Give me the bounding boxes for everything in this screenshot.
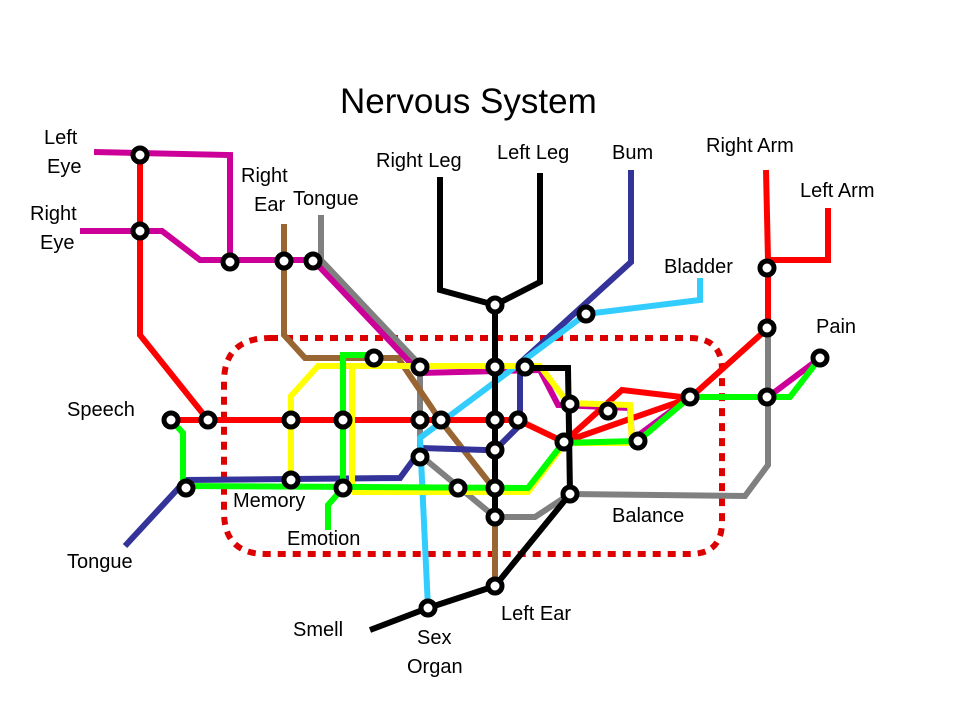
label-left-arm: Left Arm bbox=[800, 180, 874, 202]
station-marker bbox=[281, 410, 301, 430]
label-right-arm: Right Arm bbox=[706, 135, 794, 157]
station-marker bbox=[485, 410, 505, 430]
station-marker bbox=[485, 357, 505, 377]
label-bum: Bum bbox=[612, 142, 653, 164]
station-marker bbox=[757, 387, 777, 407]
station-marker bbox=[198, 410, 218, 430]
station-marker bbox=[130, 221, 150, 241]
station-marker bbox=[680, 387, 700, 407]
line-red-eyes bbox=[137, 153, 211, 422]
label-pain: Pain bbox=[816, 316, 856, 338]
station-marker bbox=[485, 440, 505, 460]
label-right-ear-2: Ear bbox=[254, 194, 285, 216]
station-marker bbox=[303, 251, 323, 271]
label-bladder: Bladder bbox=[664, 256, 733, 278]
station-marker bbox=[485, 507, 505, 527]
station-marker bbox=[431, 410, 451, 430]
station-marker bbox=[485, 576, 505, 596]
station-marker bbox=[485, 295, 505, 315]
label-sex-organ-1: Sex bbox=[417, 627, 451, 649]
station-marker bbox=[554, 432, 574, 452]
station-marker bbox=[161, 410, 181, 430]
station-marker bbox=[410, 357, 430, 377]
station-marker bbox=[448, 478, 468, 498]
station-marker bbox=[410, 410, 430, 430]
label-tongue-bottom: Tongue bbox=[67, 551, 133, 573]
label-memory: Memory bbox=[233, 490, 305, 512]
station-marker bbox=[757, 318, 777, 338]
station-marker bbox=[274, 251, 294, 271]
station-marker bbox=[576, 304, 596, 324]
label-right-ear-1: Right bbox=[241, 165, 288, 187]
station-marker bbox=[810, 348, 830, 368]
label-left-eye-2: Eye bbox=[47, 156, 81, 178]
station-marker bbox=[560, 394, 580, 414]
station-marker bbox=[281, 470, 301, 490]
station-marker bbox=[130, 145, 150, 165]
station-marker bbox=[410, 447, 430, 467]
label-tongue-top: Tongue bbox=[293, 188, 359, 210]
line-green-emotion bbox=[168, 356, 823, 492]
station-marker bbox=[515, 357, 535, 377]
station-marker bbox=[364, 348, 384, 368]
label-left-eye-1: Left bbox=[44, 127, 78, 149]
station-marker bbox=[176, 478, 196, 498]
line-black-legs bbox=[437, 173, 543, 309]
station-marker bbox=[598, 401, 618, 421]
label-right-leg: Right Leg bbox=[376, 150, 462, 172]
label-smell: Smell bbox=[293, 619, 343, 641]
page-title: Nervous System bbox=[340, 82, 597, 121]
label-left-leg: Left Leg bbox=[497, 142, 569, 164]
station-marker bbox=[333, 478, 353, 498]
station-marker bbox=[757, 258, 777, 278]
station-marker bbox=[418, 598, 438, 618]
line-red-arm bbox=[763, 169, 831, 263]
station-marker bbox=[560, 484, 580, 504]
label-emotion: Emotion bbox=[287, 528, 360, 550]
label-sex-organ-2: Organ bbox=[407, 656, 463, 678]
station-marker bbox=[628, 431, 648, 451]
station-marker bbox=[333, 410, 353, 430]
station-marker bbox=[508, 410, 528, 430]
label-right-eye-2: Eye bbox=[40, 232, 74, 254]
line-black-balance bbox=[368, 365, 574, 633]
label-balance: Balance bbox=[612, 505, 684, 527]
station-marker bbox=[220, 252, 240, 272]
label-right-eye-1: Right bbox=[30, 203, 77, 225]
brain-zone-boundary bbox=[221, 335, 725, 557]
line-red-pain bbox=[563, 268, 771, 445]
station-marker bbox=[485, 478, 505, 498]
line-magenta-eyes bbox=[93, 149, 233, 262]
label-speech: Speech bbox=[67, 399, 135, 421]
line-gray-tongue bbox=[318, 215, 771, 520]
label-left-ear: Left Ear bbox=[501, 603, 571, 625]
